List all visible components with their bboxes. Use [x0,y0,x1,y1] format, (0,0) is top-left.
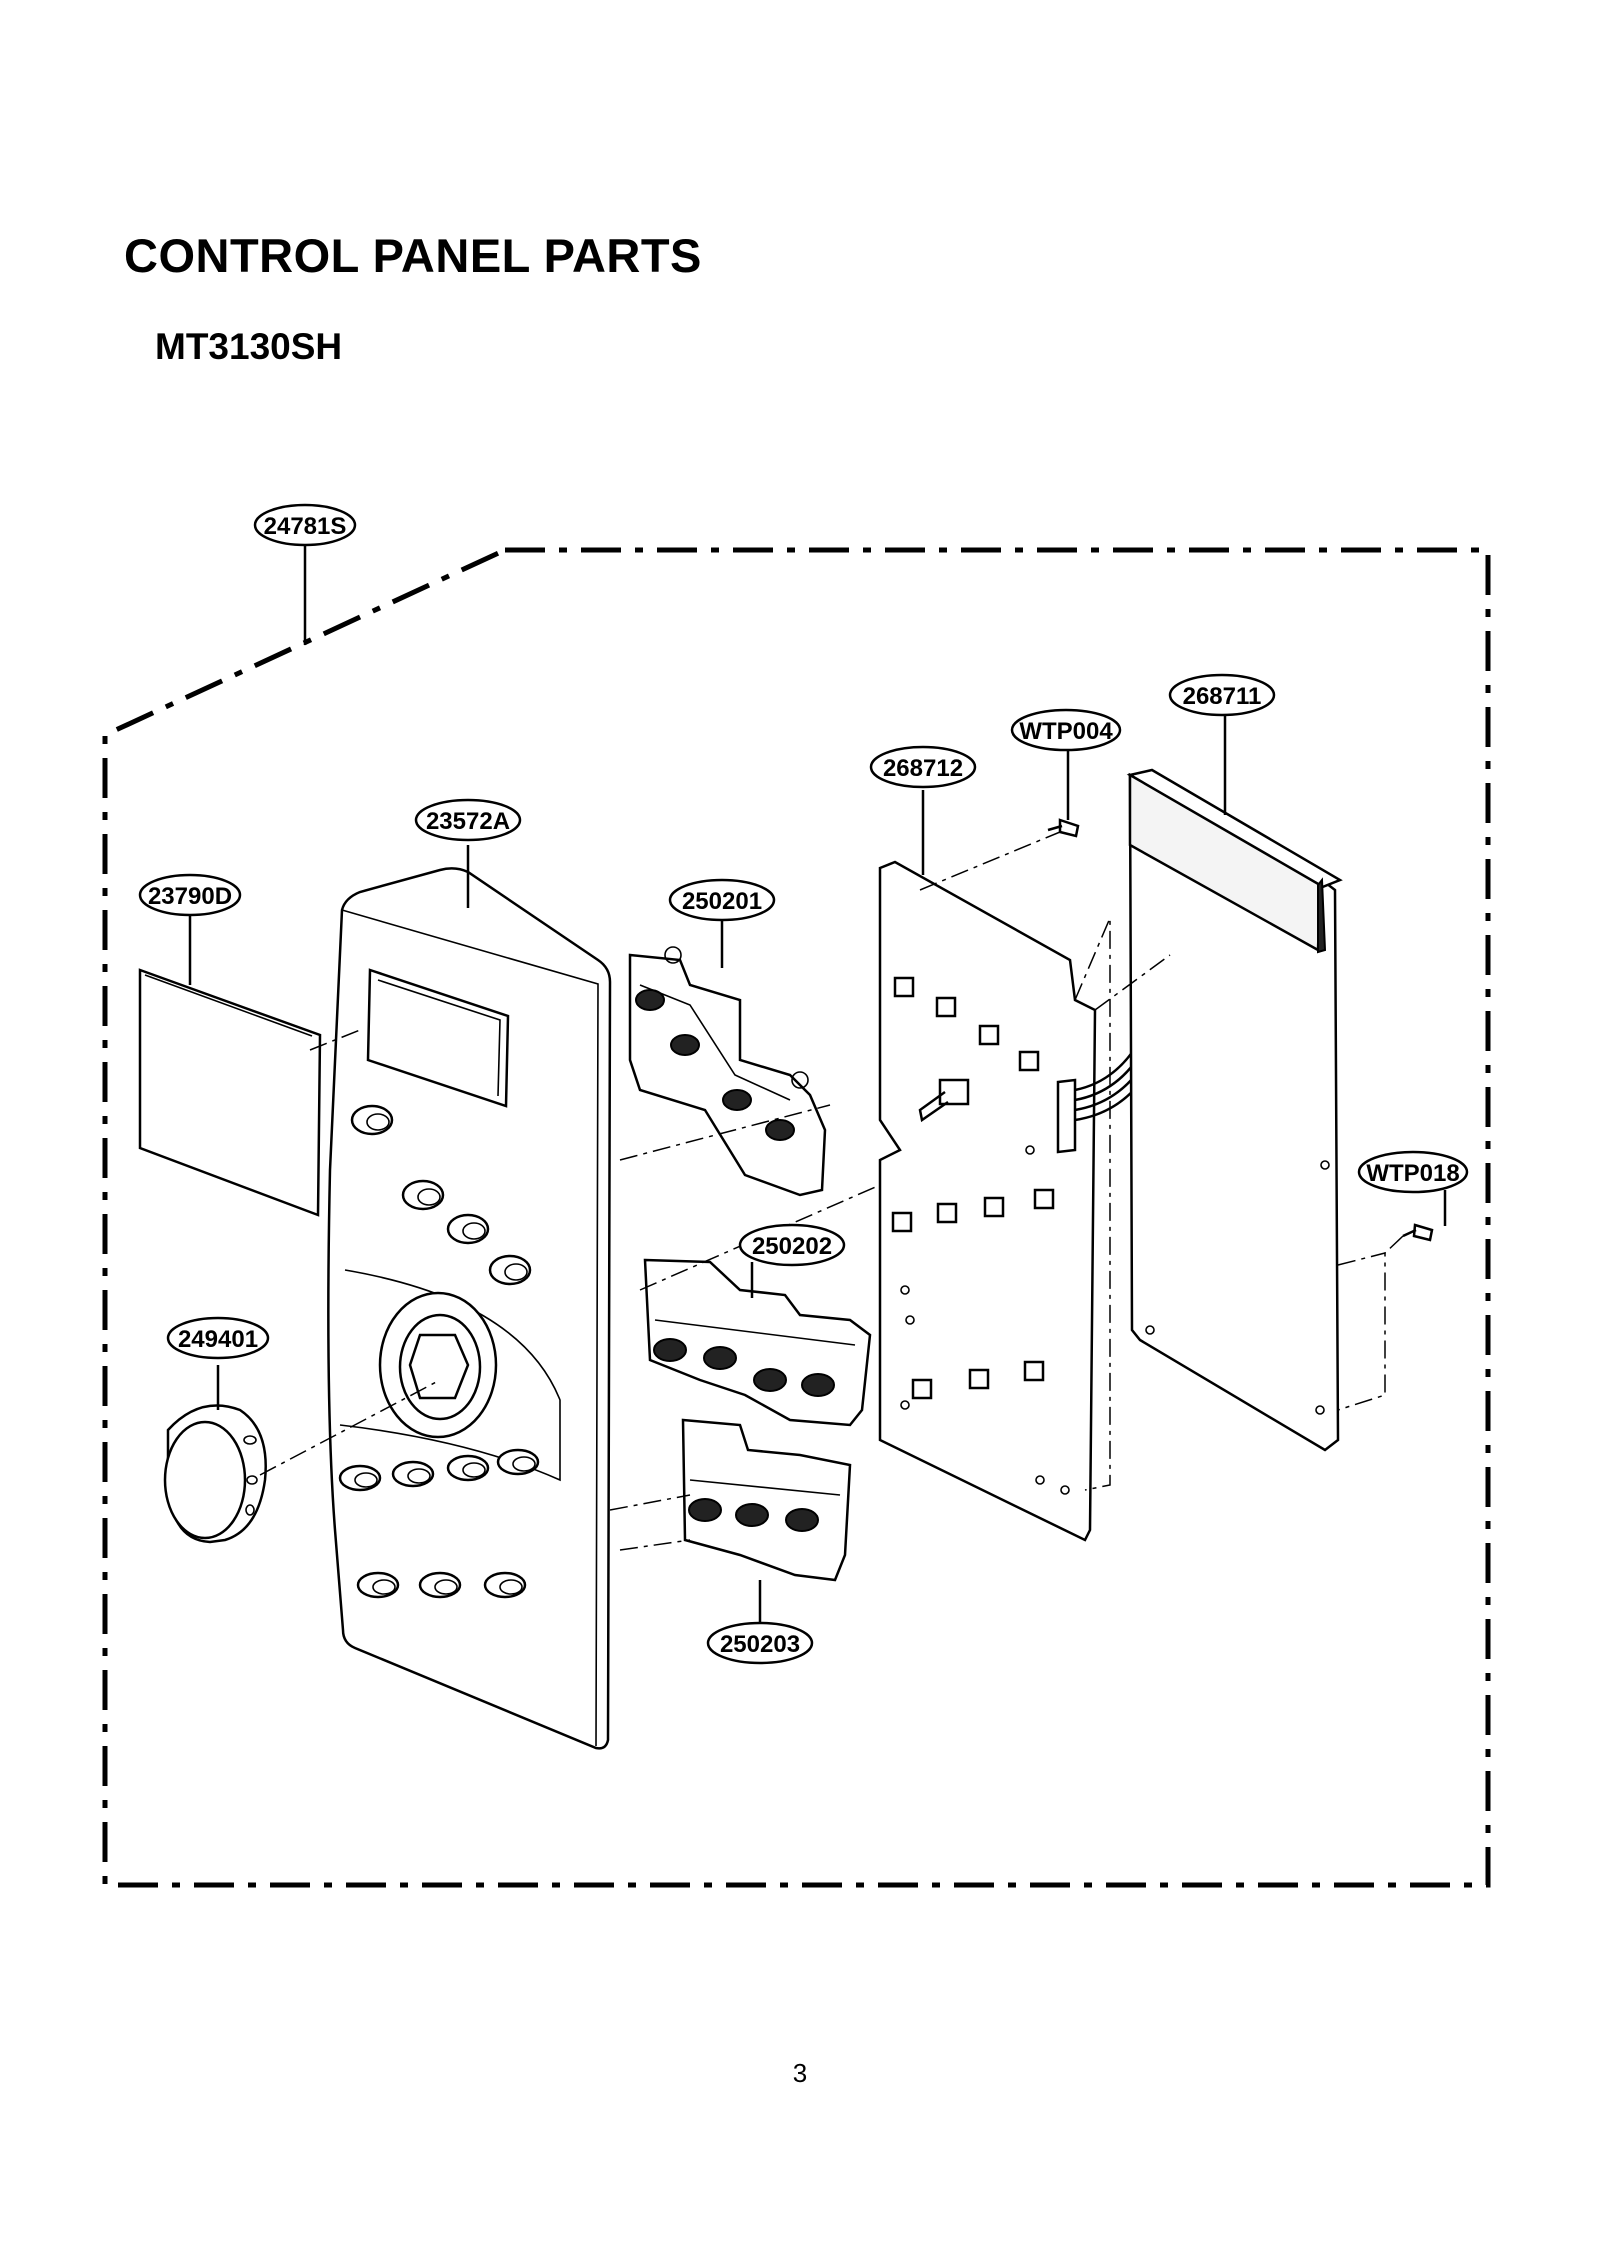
svg-text:268711: 268711 [1183,683,1262,710]
svg-text:249401: 249401 [178,1326,258,1353]
display-window-part [138,968,322,1217]
svg-text:23572A: 23572A [426,808,510,835]
assembly-boundary [102,547,1491,1888]
pcb-front-part [878,860,1097,1542]
svg-text:WTP018: WTP018 [1366,1160,1459,1187]
key-board-middle-part [643,1258,872,1427]
callout-window: 23790D [138,873,242,917]
callout-key-bottom: 250203 [706,1621,814,1665]
page-title: CONTROL PANEL PARTS [124,229,702,282]
key-board-bottom-part [681,1418,852,1582]
callout-leaders [188,545,1447,1630]
callout-pcb-back: 268711 [1168,673,1276,717]
model-number: MT3130SH [155,326,343,367]
svg-text:250203: 250203 [720,1631,800,1658]
callout-key-mid: 250202 [738,1223,846,1267]
callout-panel: 23572A [414,798,522,842]
callout-screw-top: WTP004 [1010,708,1122,752]
key-board-top-part [628,946,827,1197]
svg-text:24781S: 24781S [264,513,347,540]
control-panel-front-part [327,867,612,1750]
callout-assembly: 24781S [253,503,357,547]
svg-text:250202: 250202 [752,1233,832,1260]
control-knob-part [163,1404,267,1544]
callout-screw-right: WTP018 [1357,1150,1469,1194]
svg-text:23790D: 23790D [148,883,232,910]
callout-knob: 249401 [166,1316,270,1360]
callout-pcb-front: 268712 [869,745,977,789]
svg-text:268712: 268712 [883,755,963,782]
svg-text:WTP004: WTP004 [1019,718,1113,745]
screw-wtp004-part [1047,818,1080,838]
pcb-back-part [1126,768,1343,1452]
svg-text:250201: 250201 [682,888,762,915]
page-number: 3 [792,2058,808,2088]
screw-wtp018-part [1402,1223,1434,1242]
callout-key-top: 250201 [668,878,776,922]
assembly-guide-lines [259,831,1404,1551]
